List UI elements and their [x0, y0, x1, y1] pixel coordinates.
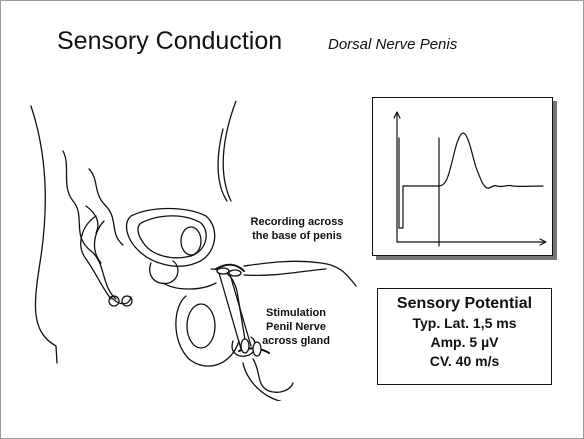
rectum — [81, 216, 111, 299]
anatomy-illustration — [1, 101, 371, 401]
sensory-potential-box: Sensory Potential Typ. Lat. 1,5 ms Amp. … — [377, 288, 552, 385]
slide-title: Sensory Conduction — [57, 27, 282, 56]
stimulation-label-line: across gland — [241, 334, 351, 348]
stimulation-label: Stimulation Penil Nerve across gland — [241, 306, 351, 348]
recording-label: Recording across the base of penis — [237, 215, 357, 243]
recording-label-line: the base of penis — [237, 229, 357, 243]
stimulation-label-line: Stimulation — [241, 306, 351, 320]
slide-subtitle: Dorsal Nerve Penis — [328, 36, 457, 53]
sacrum — [63, 151, 116, 299]
conduction-velocity-value: CV. 40 m/s — [378, 352, 551, 371]
latency-value: Typ. Lat. 1,5 ms — [378, 314, 551, 333]
stimulus-artifact — [399, 138, 403, 228]
waveform-panel — [372, 97, 553, 256]
stimulation-label-line: Penil Nerve — [241, 320, 351, 334]
info-heading: Sensory Potential — [378, 294, 551, 314]
abdomen-wall — [223, 101, 236, 201]
amplitude-value: Amp. 5 µV — [378, 333, 551, 352]
body-outline — [31, 106, 57, 363]
recording-label-line: Recording across — [237, 215, 357, 229]
response-waveform — [403, 133, 543, 188]
